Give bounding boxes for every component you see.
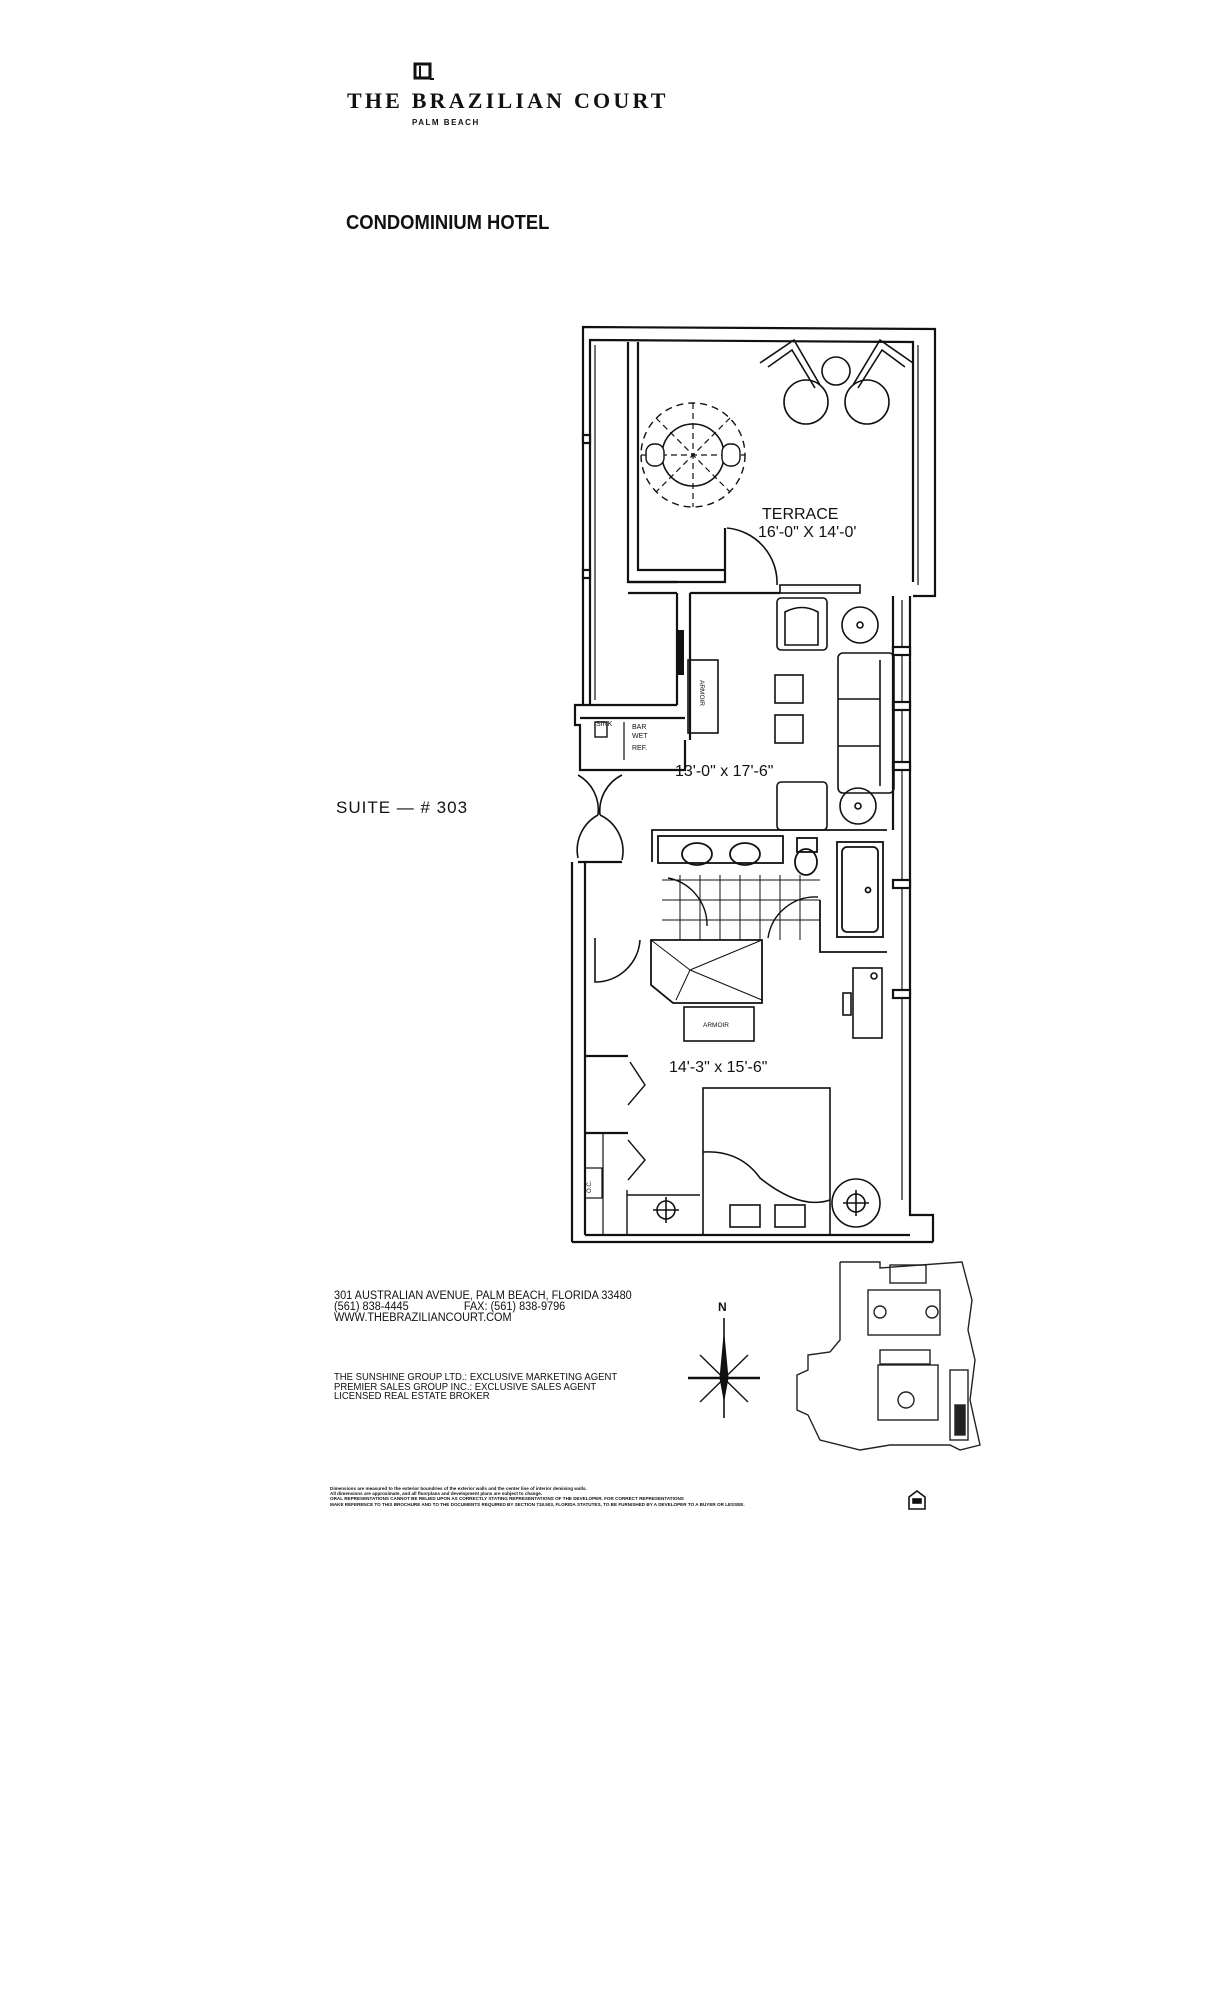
bedroom-armoir-label: ARMOIR (703, 1022, 729, 1029)
brand-subtitle: PALM BEACH (412, 118, 480, 127)
disclaimer: Dimensions are measured to the exterior … (330, 1486, 745, 1507)
agent-line: THE SUNSHINE GROUP LTD.: EXCLUSIVE MARKE… (334, 1372, 618, 1383)
north-label: N (718, 1300, 727, 1314)
terrace-size: 16'-0" X 14'-0' (758, 524, 856, 541)
living-armoir-label: ARMOIR (698, 680, 705, 706)
site-key-plan (796, 1261, 981, 1451)
disclaimer-line: All dimensions are approximate, and all … (330, 1491, 543, 1497)
living-room-size: 13'-0" x 17'-6" (675, 763, 773, 780)
ref-label: REF. (632, 745, 647, 752)
terrace-label: TERRACE (762, 506, 838, 523)
terrace-dining-table (640, 402, 746, 508)
sink-label: SINK (596, 721, 613, 728)
bathroom (650, 829, 887, 1004)
phone: (561) 838-4445 (334, 1301, 409, 1313)
agent-line: LICENSED REAL ESTATE BROKER (334, 1391, 490, 1402)
brazilian-court-logo-icon (413, 62, 434, 80)
agent-line: PREMIER SALES GROUP INC.: EXCLUSIVE SALE… (334, 1381, 597, 1393)
terrace-lounge-chairs (759, 338, 914, 425)
terrace-walls (581, 325, 937, 705)
disclaimer-line: Dimensions are measured to the exterior … (330, 1486, 587, 1491)
living-room-furniture (687, 597, 895, 831)
disclaimer-line: ORAL REPRESENTATIONS CANNOT BE RELIED UP… (330, 1496, 684, 1502)
oc-label: O.C. (587, 1180, 593, 1193)
brand-title: THE BRAZILIAN COURT (347, 88, 669, 113)
north-compass-icon (688, 1318, 760, 1418)
address: 301 AUSTRALIAN AVENUE, PALM BEACH, FLORI… (334, 1290, 632, 1302)
bar-label: BAR (632, 724, 646, 731)
suite-label: SUITE — # 303 (336, 798, 469, 817)
contact-block: 301 AUSTRALIAN AVENUE, PALM BEACH, FLORI… (334, 1290, 632, 1324)
equal-housing-icon (908, 1490, 926, 1510)
disclaimer-line: MAKE REFERENCE TO THIS BROCHURE AND TO T… (330, 1501, 745, 1507)
wet-label: WET (632, 733, 648, 740)
fax: FAX: (561) 838-9796 (463, 1301, 566, 1313)
document-type: CONDOMINIUM HOTEL (346, 212, 550, 234)
bedroom-size: 14'-3" x 15'-6" (669, 1059, 767, 1076)
website: WWW.THEBRAZILIANCOURT.COM (334, 1312, 512, 1324)
bedroom-walls (570, 862, 933, 1244)
agents-block: THE SUNSHINE GROUP LTD.: EXCLUSIVE MARKE… (334, 1373, 617, 1402)
phone-fax-line: (561) 838-4445 FAX: (561) 838-9796 (334, 1301, 632, 1313)
bedroom-furniture (653, 967, 883, 1236)
